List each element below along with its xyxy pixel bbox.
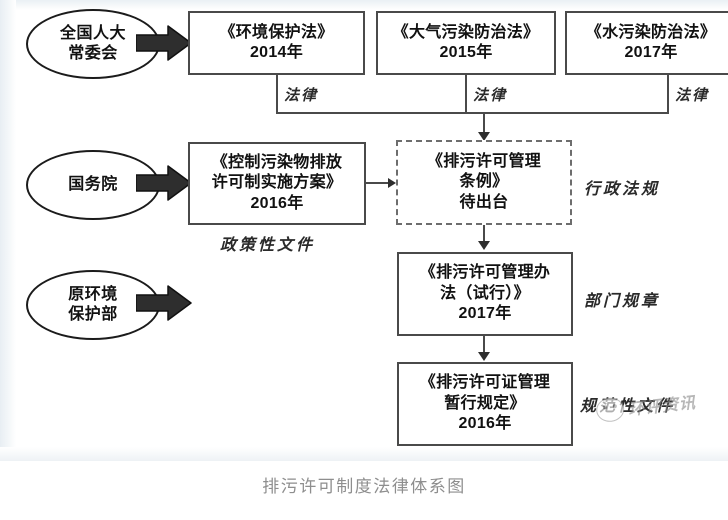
administrative-regulation-title-line1: 《排污许可管理 <box>426 152 542 170</box>
administrative-regulation-status: 待出台 <box>459 193 509 211</box>
block-arrow-state-council-to-policy <box>136 165 192 201</box>
node-state-council: 国务院 <box>26 150 160 220</box>
box-normative-document: 《排污许可证管理 暂行规定》 2016年 <box>397 362 573 446</box>
label-category-normative-document: 规范性文件 <box>580 398 676 415</box>
arrowhead-policy-to-administrative-regulation <box>388 178 396 188</box>
law-0-title: 《环境保护法》 <box>219 23 334 41</box>
administrative-regulation-title-line2: 条例》 <box>459 173 509 191</box>
page-tint-top <box>0 0 728 10</box>
label-category-departmental-rule: 部门规章 <box>584 293 661 310</box>
law-2-year: 2017年 <box>624 44 678 61</box>
former-mep-line1: 原环境 <box>68 286 118 304</box>
box-policy-document: 《控制污染物排放 许可制实施方案》 2016年 <box>188 142 366 225</box>
departmental-rule-title-line2: 法（试行）》 <box>440 284 530 302</box>
departmental-rule-year: 2017年 <box>458 305 512 323</box>
box-administrative-regulation: 《排污许可管理 条例》 待出台 <box>396 140 572 225</box>
box-law-water-pollution: 《水污染防治法》 2017年 <box>565 11 728 75</box>
connector-law-2-down <box>667 75 669 114</box>
arrowhead-to-normative-document <box>478 352 490 361</box>
policy-title-line2: 许可制实施方案》 <box>211 174 343 192</box>
block-arrow-npc-to-laws <box>136 25 192 61</box>
connector-laws-bus <box>276 112 669 114</box>
page-tint-bottom <box>0 447 728 461</box>
state-council-line1: 国务院 <box>68 176 118 194</box>
law-0-year: 2014年 <box>249 44 304 61</box>
label-category-law-0: 法律 <box>284 88 319 104</box>
connector-departmental-rule-to-normative-document <box>483 336 485 354</box>
label-category-law-1: 法律 <box>473 88 508 104</box>
policy-title-line1: 《控制污染物排放 <box>211 153 343 171</box>
law-1-title: 《大气污染防治法》 <box>392 23 540 41</box>
connector-regulation-to-departmental-rule <box>483 225 485 243</box>
page-tint-left <box>0 0 16 458</box>
connector-law-1-down <box>465 75 467 114</box>
npc-standing-committee-line2: 常委会 <box>68 45 118 62</box>
normative-document-title-line1: 《排污许可证管理 <box>419 374 551 392</box>
arrowhead-to-departmental-rule <box>478 241 490 250</box>
block-arrow-former-mep-to-rules <box>136 285 192 321</box>
label-category-law-2: 法律 <box>675 88 710 104</box>
label-category-policy-document: 政策性文件 <box>220 237 316 254</box>
normative-document-title-line2: 暂行规定》 <box>444 394 526 412</box>
connector-policy-to-administrative-regulation <box>366 182 390 184</box>
figure-caption: 排污许可制度法律体系图 <box>262 477 466 496</box>
npc-standing-committee-line1: 全国人大 <box>59 25 126 43</box>
arrowhead-to-administrative-regulation <box>478 132 490 141</box>
policy-year: 2016年 <box>250 194 304 212</box>
former-mep-line2: 保护部 <box>68 306 118 323</box>
box-departmental-rule: 《排污许可管理办 法（试行）》 2017年 <box>397 252 573 336</box>
box-law-environmental-protection: 《环境保护法》 2014年 <box>188 11 365 75</box>
connector-bus-to-administrative-regulation <box>483 112 485 134</box>
law-1-year: 2015年 <box>439 44 493 61</box>
departmental-rule-title-line1: 《排污许可管理办 <box>419 264 551 282</box>
connector-law-0-down <box>276 75 278 114</box>
normative-document-year: 2016年 <box>458 415 512 433</box>
box-law-air-pollution: 《大气污染防治法》 2015年 <box>376 11 556 75</box>
label-category-administrative-regulation: 行政法规 <box>584 181 661 198</box>
law-2-title: 《水污染防治法》 <box>585 23 717 41</box>
